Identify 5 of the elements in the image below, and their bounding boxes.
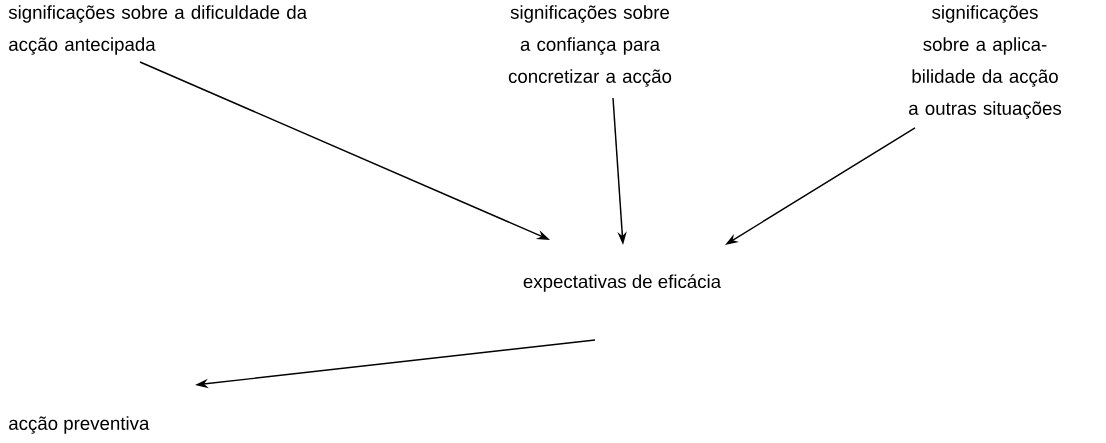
text-label: significações sobre a dificuldade da acção antecipada (8, 5, 308, 55)
text-label: significações sobre a confiança para concretizar a acção (508, 5, 672, 87)
text-label: acção preventiva (9, 416, 150, 434)
text-label: expectativas de eficácia (523, 274, 722, 292)
text-label: significações sobre a aplica- bilidade da acção a outras situações (909, 5, 1062, 119)
